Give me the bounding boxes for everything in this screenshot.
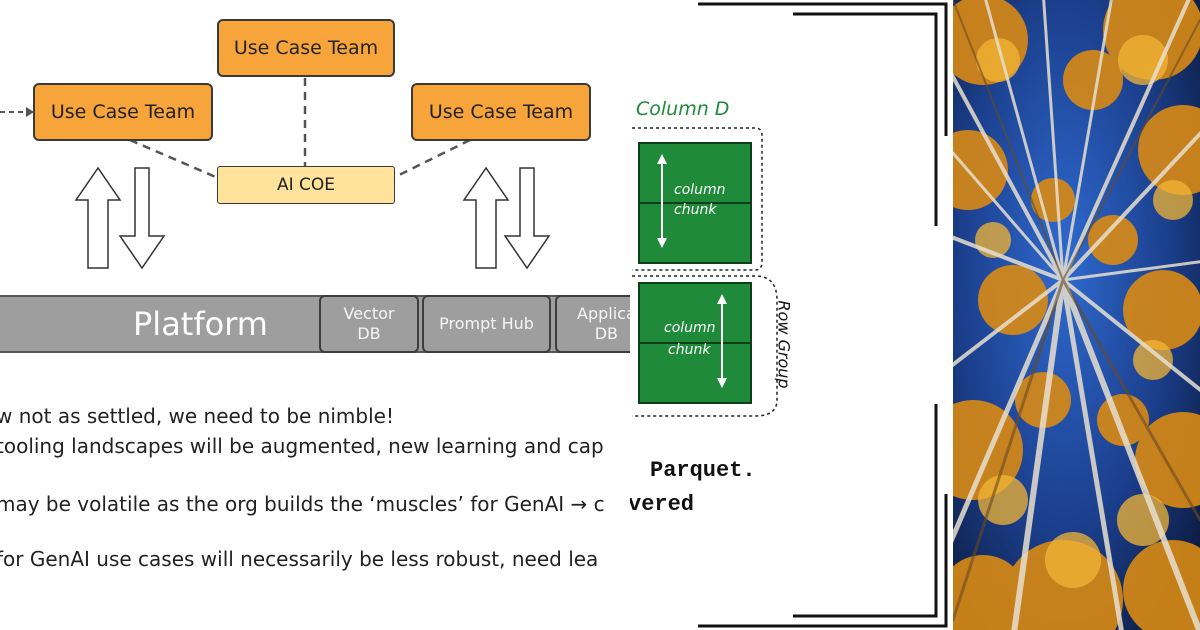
parquet-outlines	[632, 2, 948, 628]
use-case-team-left: Use Case Team	[33, 83, 213, 141]
chunk-block	[638, 282, 752, 344]
parquet-panel: Column D column chunk column chunk Row G…	[630, 0, 950, 630]
platform-label: Platform	[133, 305, 268, 343]
frame-bottom-outer	[698, 494, 948, 628]
chunk-arrows	[657, 154, 727, 388]
chunk-block	[638, 342, 752, 404]
note-line-2: tooling landscapes will be augmented, ne…	[0, 434, 604, 458]
parquet-text-line-1: Parquet.	[650, 458, 756, 483]
use-case-team-top: Use Case Team	[217, 19, 395, 77]
incoming-arrow-head	[26, 107, 34, 117]
ai-coe-box: AI COE	[217, 166, 395, 204]
note-line-4: for GenAI use cases will necessarily be …	[0, 547, 599, 571]
parquet-text-line-2: vered	[630, 492, 695, 517]
frame-top-inner	[793, 12, 938, 226]
up-arrow-left	[74, 166, 122, 269]
diagram-connectors	[0, 78, 551, 270]
note-line-3: may be volatile as the org builds the ‘m…	[0, 492, 605, 516]
row-group-label: Row Group	[774, 300, 794, 389]
up-arrow-right	[462, 166, 510, 269]
row-group-outline-2	[632, 275, 778, 417]
column-label: Column D	[636, 98, 730, 120]
connector-left	[129, 138, 219, 180]
prompt-hub-segment: Prompt Hub	[422, 295, 551, 353]
frame-top-outer	[698, 2, 948, 136]
aspen-forest-photo	[953, 0, 1200, 630]
vector-db-segment: Vector DB	[319, 295, 419, 353]
chunk-label-2b: chunk	[668, 342, 711, 358]
chunk-label-2a: column	[664, 320, 716, 336]
note-line-1: w not as settled, we need to be nimble!	[0, 404, 394, 428]
chunk-label-1b: chunk	[674, 202, 717, 218]
down-arrow-left	[118, 167, 166, 270]
use-case-team-right: Use Case Team	[411, 83, 591, 141]
row-group-outline-1	[632, 127, 763, 271]
frame-bottom-inner	[793, 404, 938, 618]
down-arrow-right	[503, 167, 551, 270]
aspen-photo-art	[953, 0, 1200, 630]
chunk-label-1a: column	[674, 182, 726, 198]
connector-right	[392, 138, 471, 180]
chunk-block	[638, 202, 752, 264]
chunk-block	[638, 142, 752, 204]
